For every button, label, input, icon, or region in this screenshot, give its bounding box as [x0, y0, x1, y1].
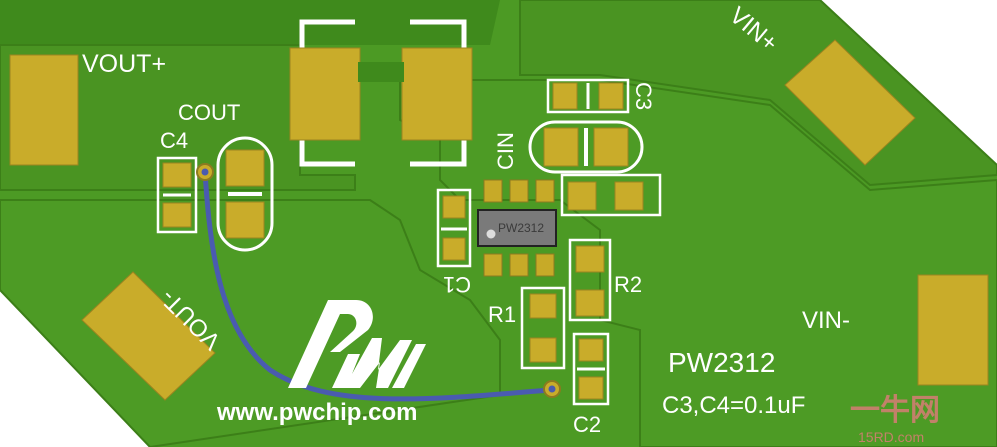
c4-pad-bottom[interactable] — [162, 202, 192, 228]
ic-marking: PW2312 — [498, 221, 544, 235]
ic-pin-2 — [509, 179, 529, 203]
ic-body[interactable] — [477, 209, 557, 247]
inductor-outline-gap-bottom — [355, 160, 410, 167]
watermark-subtext: 15RD.com — [858, 429, 924, 445]
resistor-right-pad-right[interactable] — [614, 181, 644, 211]
vin-minus-pad[interactable] — [917, 274, 989, 386]
inductor-trace — [358, 62, 404, 82]
c2-pad-bottom[interactable] — [578, 376, 604, 400]
jumper-wire — [202, 169, 553, 402]
via-right-hole — [548, 385, 556, 393]
cout-outline — [216, 136, 274, 252]
cin-pad-right[interactable] — [593, 127, 629, 167]
resistor-right-pad-left[interactable] — [567, 181, 597, 211]
cout-pad-top[interactable] — [225, 149, 265, 187]
c2-pad-top[interactable] — [578, 338, 604, 362]
c1-pad-bottom[interactable] — [442, 237, 466, 261]
ic-pin-6 — [535, 253, 555, 277]
watermark-text: 一牛网 — [850, 394, 940, 427]
c3-pad-right[interactable] — [598, 82, 624, 110]
c1-pad-top[interactable] — [442, 195, 466, 219]
vout-plus-label: VOUT+ — [82, 50, 166, 78]
cin-outline — [528, 120, 644, 174]
vout-plus-pad[interactable] — [9, 54, 79, 166]
vout-minus-pad[interactable] — [81, 271, 216, 401]
c4-pad-top[interactable] — [162, 162, 192, 188]
copper-top-left — [0, 0, 500, 45]
r2-label: R2 — [614, 272, 642, 297]
part-number-label: PW2312 — [668, 347, 775, 378]
r2-pad-bottom[interactable] — [575, 289, 605, 317]
cout-label: COUT — [178, 100, 240, 125]
ic-pin-1 — [483, 179, 503, 203]
c2-label: C2 — [573, 412, 601, 437]
cin-label: CIN — [493, 132, 518, 170]
c1-label: C1 — [443, 272, 471, 297]
inductor-pad-right[interactable] — [401, 47, 473, 141]
ic-pin-5 — [509, 253, 529, 277]
via-left-hole — [201, 168, 209, 176]
c1-outline — [436, 188, 472, 268]
c3-pad-left[interactable] — [552, 82, 578, 110]
r1-pad-bottom[interactable] — [529, 337, 557, 363]
r2-pad-top[interactable] — [575, 245, 605, 273]
pwchip-logo-icon — [288, 300, 426, 388]
inductor-outline-gap — [355, 19, 410, 26]
r2-outline — [568, 238, 612, 322]
inductor-pad-left[interactable] — [289, 47, 361, 141]
r1-outline — [520, 286, 566, 370]
cout-pad-bottom[interactable] — [225, 201, 265, 239]
copper-bottom-left — [0, 199, 501, 447]
r1-label: R1 — [488, 302, 516, 327]
resistor-right-outline — [560, 173, 662, 217]
vin-minus-label: VIN- — [802, 307, 850, 334]
c2-outline — [572, 332, 610, 406]
cap-note-label: C3,C4=0.1uF — [662, 392, 805, 419]
ic-pin1-marker — [486, 229, 496, 239]
c4-outline — [156, 156, 198, 234]
c3-outline — [546, 78, 630, 114]
ic-pin-3 — [535, 179, 555, 203]
vin-plus-pad[interactable] — [784, 39, 916, 166]
c4-label: C4 — [160, 128, 188, 153]
website-label: www.pwchip.com — [216, 399, 417, 426]
r1-pad-top[interactable] — [529, 293, 557, 319]
ic-pin-4 — [483, 253, 503, 277]
cin-pad-left[interactable] — [543, 127, 579, 167]
c3-label: C3 — [631, 82, 656, 110]
